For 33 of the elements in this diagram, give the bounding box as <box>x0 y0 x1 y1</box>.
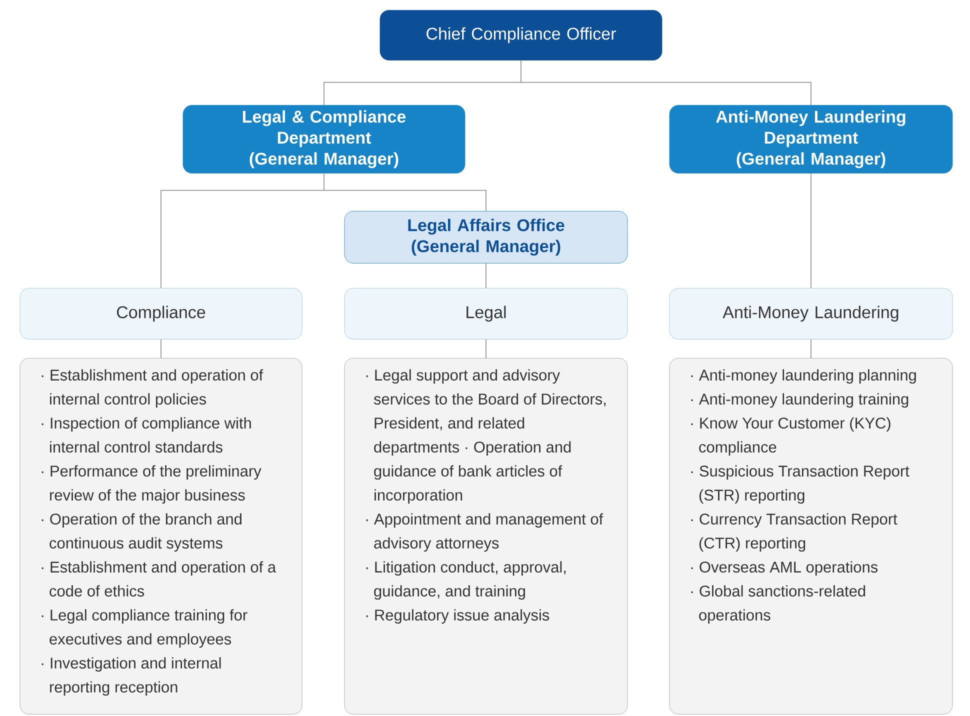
connector-line <box>324 172 486 212</box>
duties-box <box>669 358 953 714</box>
duty-item: · Operation of the branch and continuous audit systems <box>42 513 242 552</box>
duty-item: · Anti-money laundering training <box>691 393 908 408</box>
unit-box: Legal <box>344 288 628 340</box>
duty-item: · Currency Transaction Report (CTR) reporting <box>691 513 898 552</box>
duty-item: · Establishment and operation of a code of ethics <box>42 561 276 597</box>
duty-item: · Performance of the preliminary review of the major business <box>42 465 262 504</box>
duty-item: · Overseas AML operations <box>691 561 878 576</box>
connector-line <box>810 338 812 358</box>
duty-item: · Legal support and advisory services to the Board of Directors, President, and related departments · Operation and guidance of bank articles of incorporation <box>366 369 606 504</box>
duty-item: · Appointment and management of advisory attorneys <box>366 513 604 552</box>
connector-line <box>160 338 162 358</box>
unit-box: Compliance <box>20 288 302 340</box>
duty-item: · Suspicious Transaction Report (STR) reporting <box>691 465 910 504</box>
duties-box <box>20 358 302 714</box>
department-box: Legal & Compliance Department (General Manager) <box>182 105 466 174</box>
duty-item: · Litigation conduct, approval, guidance, and training <box>366 561 566 600</box>
duty-item: · Know Your Customer (KYC) compliance <box>691 417 890 456</box>
duty-item: · Anti-money laundering planning <box>691 369 916 384</box>
duty-item: · Investigation and internal reporting reception <box>42 657 221 696</box>
connector-line <box>810 172 812 288</box>
office-box: Legal Affairs Office (General Manager) <box>344 211 628 264</box>
unit-box: Anti-Money Laundering <box>669 288 953 340</box>
duty-item: · Establishment and operation of internal control policies <box>42 369 264 408</box>
duty-item: · Legal compliance training for executives and employees <box>42 609 248 648</box>
duty-item: · Global sanctions-related operations <box>691 585 866 624</box>
duty-item: · Regulatory issue analysis <box>366 609 550 624</box>
connector-line <box>520 60 812 106</box>
duty-item: · Inspection of compliance with internal control standards <box>42 417 251 453</box>
department-box: Anti-Money Laundering Department (General Manager) <box>669 105 953 174</box>
duties-box <box>344 358 628 714</box>
officer-box: Chief Compliance Officer <box>380 10 662 60</box>
